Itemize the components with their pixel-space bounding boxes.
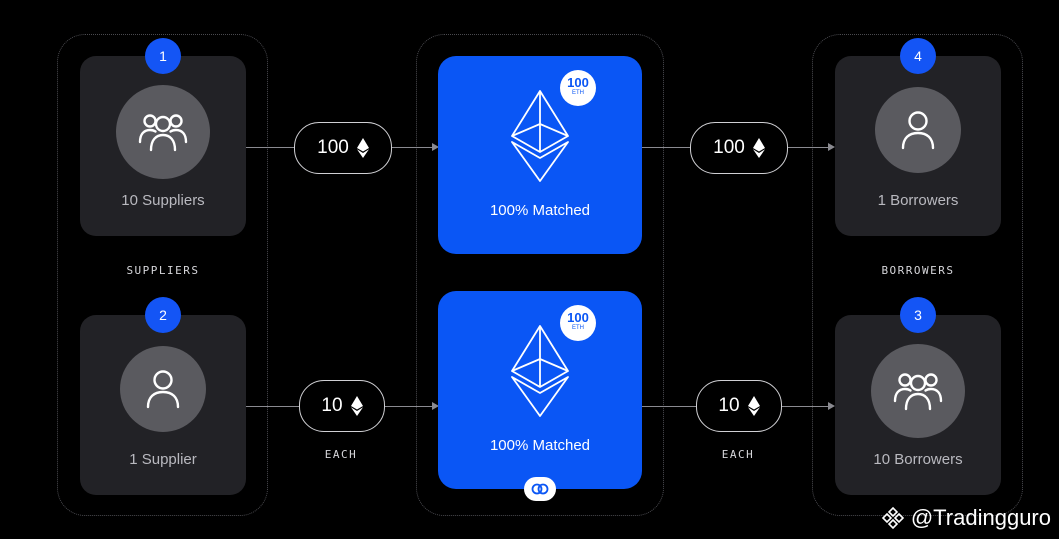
step-number-badge: 4: [900, 38, 936, 74]
ethereum-logo-icon: [511, 90, 569, 182]
suppliers-group: [57, 34, 268, 516]
each-caption-left: EACH: [324, 448, 358, 461]
chain-link-icon: [524, 477, 556, 501]
step-number-badge: 3: [900, 297, 936, 333]
flow-amount-value: 10: [321, 395, 343, 416]
arrowhead-bottom-left: [432, 402, 439, 410]
eth-icon: [350, 396, 363, 416]
pool-amount-badge: 100 ETH: [560, 70, 596, 106]
eth-icon: [752, 138, 765, 158]
borrowers-card-label: 10 Borrowers: [873, 451, 963, 468]
flow-amount-top-left: 100: [294, 122, 392, 174]
flow-amount-value: 10: [718, 395, 740, 416]
step-number-badge: 1: [145, 38, 181, 74]
arrowhead-top-right: [828, 143, 835, 151]
supplier-card-label: 1 Supplier: [129, 451, 197, 468]
suppliers-card-label: 10 Suppliers: [121, 192, 205, 209]
flow-amount-top-right: 100: [690, 122, 788, 174]
user-icon: [875, 87, 961, 173]
flow-amount-bottom-right: 10: [696, 380, 782, 432]
pool-amount-badge: 100 ETH: [560, 305, 596, 341]
borrower-card: 1 Borrowers: [835, 56, 1001, 236]
pool-match-label: 100% Matched: [489, 437, 591, 454]
binance-logo-icon: [881, 506, 904, 530]
flow-amount-value: 100: [713, 137, 745, 158]
borrowers-caption: BORROWERS: [881, 264, 955, 277]
supplier-card: 1 Supplier: [80, 315, 246, 495]
arrowhead-bottom-right: [828, 402, 835, 410]
flow-amount-value: 100: [317, 137, 349, 158]
users-group-icon: [871, 344, 965, 438]
matching-pool-top: 100 ETH 100% Matched: [438, 56, 642, 254]
flow-amount-bottom-left: 10: [299, 380, 385, 432]
pools-group: [416, 34, 664, 516]
users-group-icon: [116, 85, 210, 179]
pool-badge-unit: ETH: [572, 325, 584, 331]
pool-badge-amount: 100: [567, 75, 589, 90]
watermark: @Tradingguro: [881, 505, 1051, 531]
pool-badge-unit: ETH: [572, 90, 584, 96]
pool-match-label: 100% Matched: [489, 202, 591, 219]
arrowhead-top-left: [432, 143, 439, 151]
user-icon: [120, 346, 206, 432]
eth-icon: [356, 138, 369, 158]
watermark-text: @Tradingguro: [910, 505, 1051, 530]
suppliers-card: 10 Suppliers: [80, 56, 246, 236]
step-number-badge: 2: [145, 297, 181, 333]
pool-badge-amount: 100: [567, 310, 589, 325]
borrowers-group: [812, 34, 1023, 516]
matching-pool-bottom: 100 ETH 100% Matched: [438, 291, 642, 489]
borrower-card-label: 1 Borrowers: [877, 192, 959, 209]
suppliers-caption: SUPPLIERS: [126, 264, 200, 277]
eth-icon: [747, 396, 760, 416]
ethereum-logo-icon: [511, 325, 569, 417]
borrowers-card: 10 Borrowers: [835, 315, 1001, 495]
each-caption-right: EACH: [721, 448, 755, 461]
